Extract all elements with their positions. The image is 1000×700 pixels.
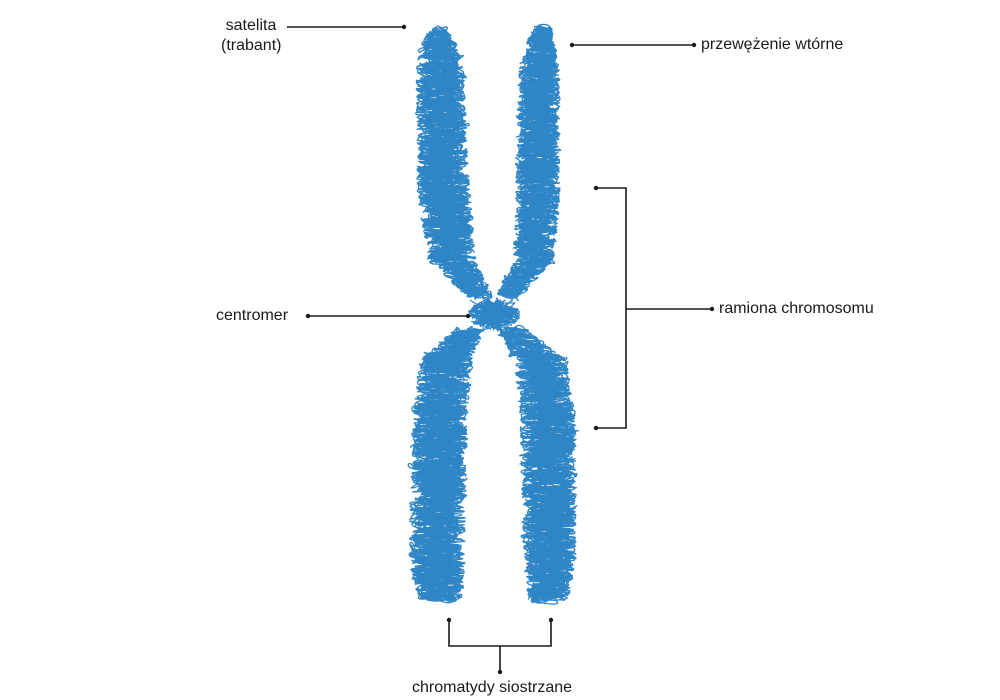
label-chromosome-arms: ramiona chromosomu — [719, 300, 874, 317]
label-centromere: centromer — [216, 307, 289, 324]
chromosome-chromatin — [407, 23, 579, 605]
leader-secondary-constriction — [569, 42, 697, 48]
centromere-knot — [467, 297, 521, 332]
chromatid-arm-lower-right — [497, 324, 579, 605]
leader-satellite — [287, 24, 407, 30]
label-sister-chromatids: chromatydy siostrzane — [412, 679, 573, 696]
label-satellite: satelita (trabant) — [221, 16, 281, 56]
bracket-sister-chromatids — [446, 617, 554, 675]
label-satellite-line1: satelita — [225, 17, 277, 34]
label-secondary-constriction: przewężenie wtórne — [701, 36, 844, 53]
leader-centromere — [305, 313, 471, 319]
chromatid-arm-upper-right — [496, 23, 562, 301]
chromatid-arm-upper-left — [414, 25, 493, 300]
chromatid-arm-lower-left — [407, 325, 485, 604]
label-satellite-line2: (trabant) — [221, 37, 282, 54]
bracket-chromosome-arms — [593, 185, 715, 431]
